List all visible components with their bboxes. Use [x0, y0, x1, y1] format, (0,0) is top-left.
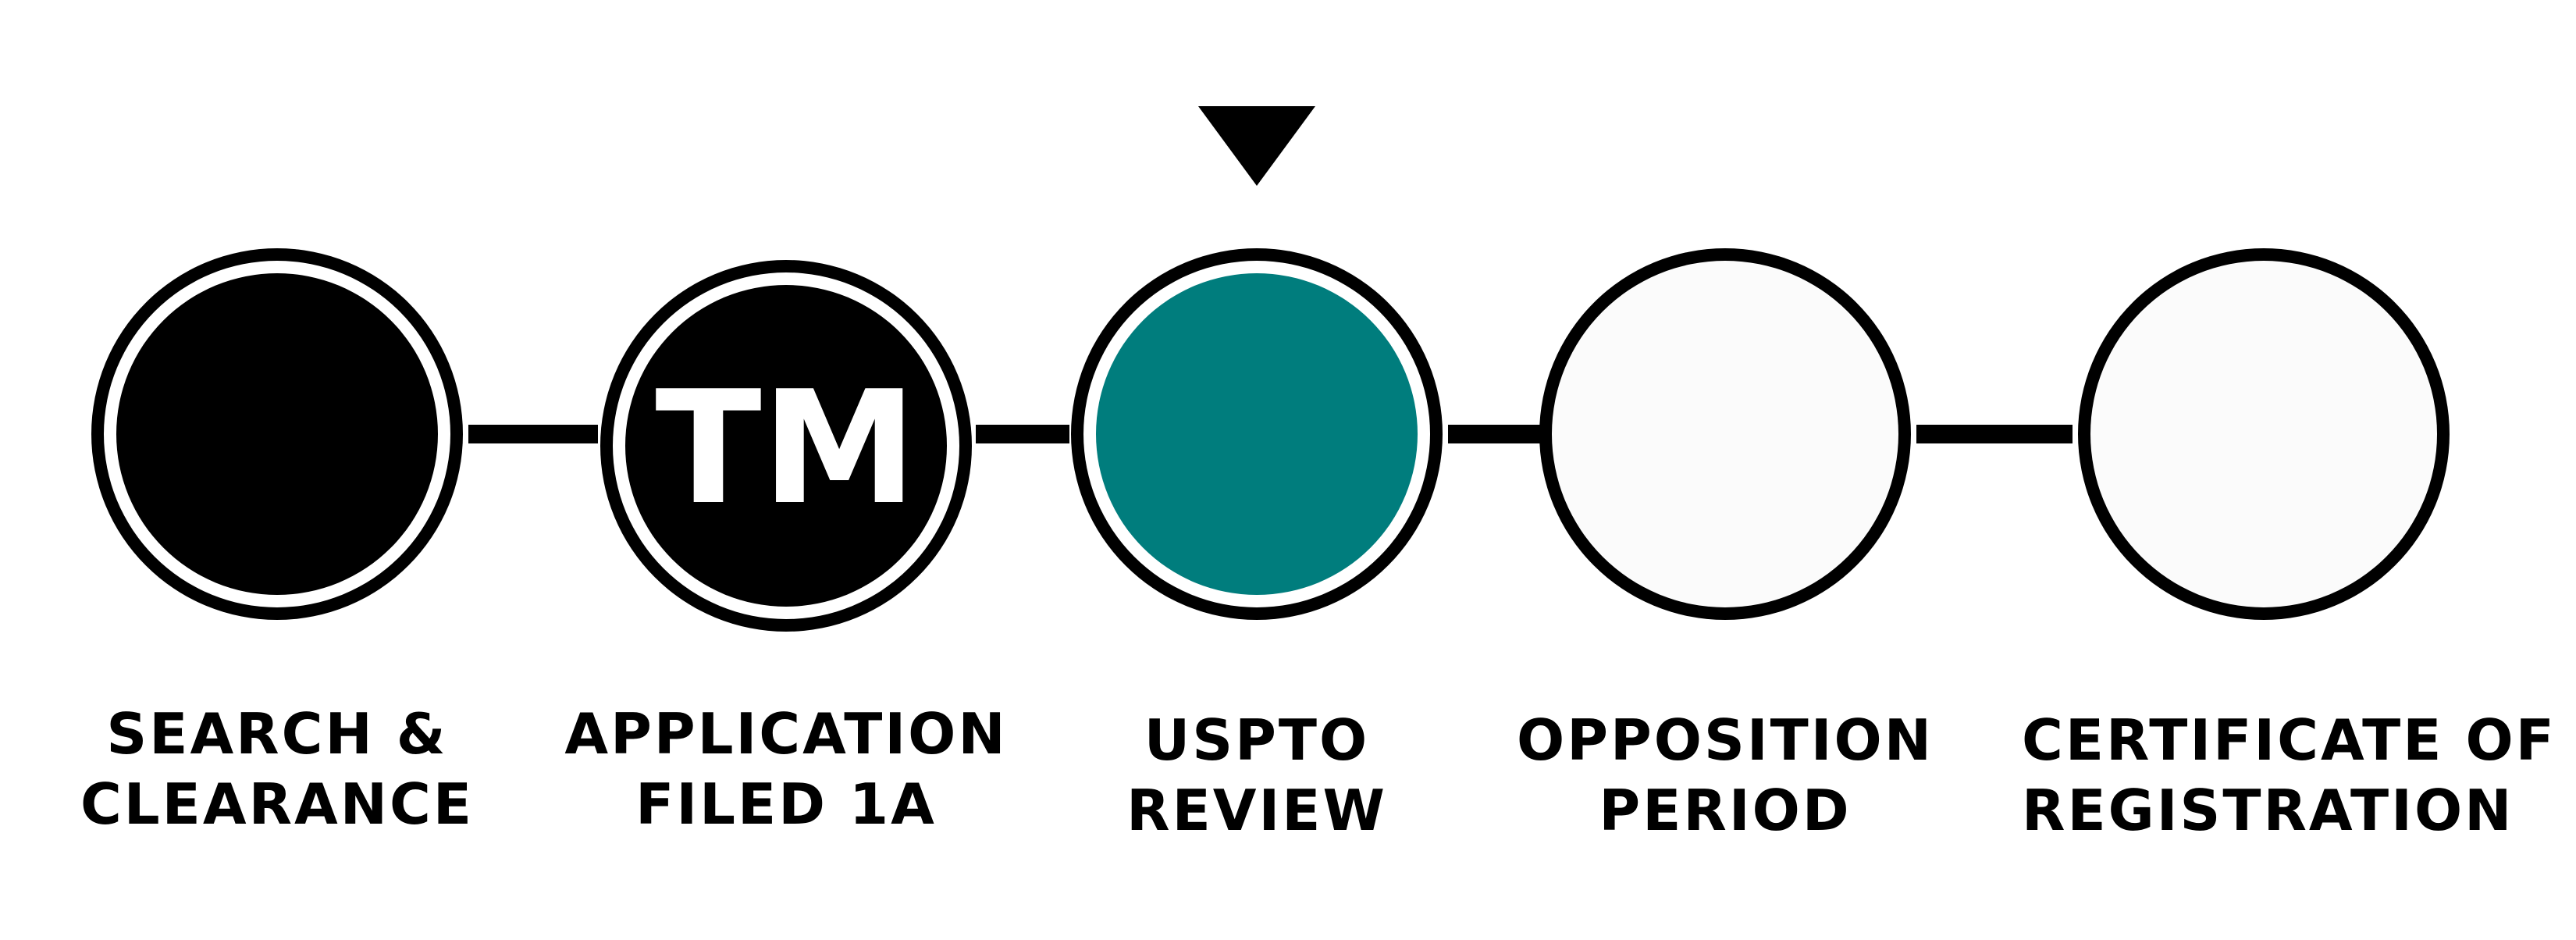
step-label-application: APPLICATION FILED 1A [544, 699, 1028, 839]
step-fill-certificate [2090, 261, 2437, 607]
step-label-line1: APPLICATION [564, 701, 1008, 767]
step-label-line1: OPPOSITION [1517, 707, 1934, 773]
current-step-marker-icon [1198, 106, 1315, 186]
step-node-application: TM [600, 260, 972, 632]
step-label-line2: PERIOD [1599, 778, 1852, 843]
step-label-line1: CERTIFICATE OF [2022, 707, 2556, 773]
step-fill-search [116, 273, 438, 595]
step-node-uspto [1071, 248, 1443, 620]
step-fill-uspto [1096, 273, 1418, 595]
step-label-uspto: USPTO REVIEW [1015, 705, 1499, 846]
step-label-line1: USPTO [1144, 707, 1370, 773]
step-label-line2: CLEARANCE [80, 771, 475, 837]
connectors [468, 425, 2073, 443]
trademark-tm-icon: TM [655, 358, 916, 539]
step-node-search [91, 248, 463, 620]
connector-1-2 [468, 425, 598, 443]
step-label-opposition: OPPOSITION PERIOD [1483, 705, 1967, 846]
step-label-line2: FILED 1A [635, 771, 937, 837]
connector-2-3 [976, 425, 1069, 443]
step-label-certificate: CERTIFICATE OF REGISTRATION [2022, 705, 2556, 846]
step-label-search: SEARCH & CLEARANCE [35, 699, 519, 839]
step-label-line2: REVIEW [1126, 778, 1387, 843]
connector-4-5 [1916, 425, 2073, 443]
step-fill-application [625, 285, 947, 607]
step-node-certificate [2078, 248, 2450, 620]
connector-3-4 [1448, 425, 1542, 443]
step-label-line2: REGISTRATION [2022, 778, 2514, 843]
step-node-opposition [1539, 248, 1911, 620]
step-label-line1: SEARCH & [106, 701, 448, 767]
step-fill-opposition [1552, 261, 1898, 607]
